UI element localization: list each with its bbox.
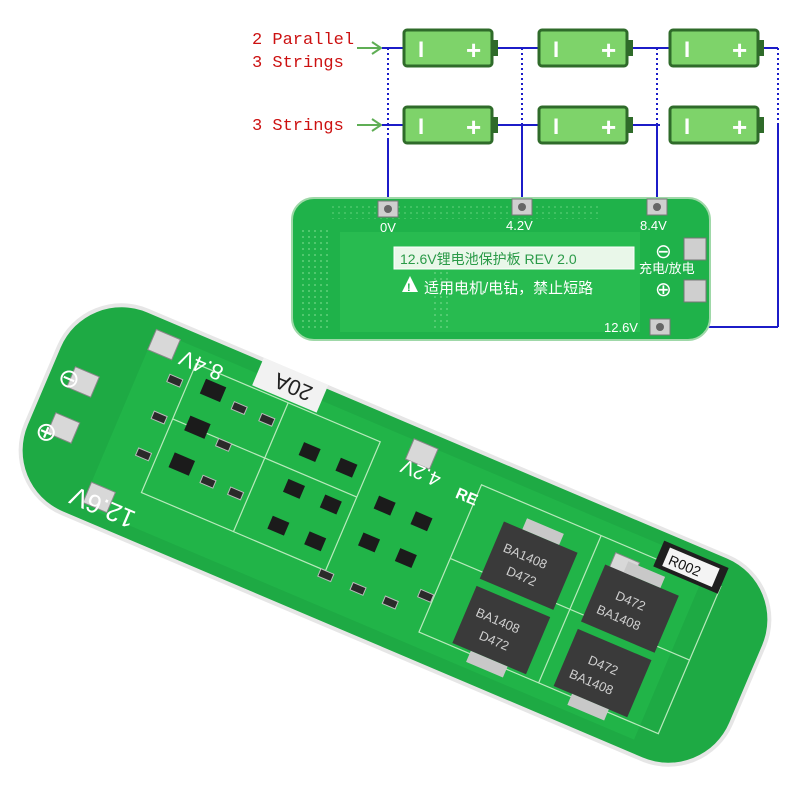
pad-8v4: 8.4V [640,198,668,233]
battery-icon: I+ [402,28,498,68]
battery-minus-label: I [684,114,690,139]
battery-minus-label: I [418,37,424,62]
battery-minus-label: I [418,114,424,139]
battery-array: I+I+I+I+I+I+ [402,28,764,145]
pad-12v6: 12.6V [604,318,671,336]
battery-plus-label: + [466,112,481,142]
pad-label-12v6: 12.6V [604,320,638,335]
label-parallel-line1: 2 Parallel [252,31,354,50]
battery-minus-label: I [553,37,559,62]
battery-icon: I+ [537,105,633,145]
arrow-right-icon [357,118,383,132]
pad-4v2: 4.2V [506,198,533,233]
charge-discharge-label: 充电/放电 [639,261,695,276]
warning-text: 适用电机/电钻，禁止短路 [424,280,593,297]
pad-label-0v: 0V [380,220,396,235]
warning-icon: ! [402,276,418,294]
warning-symbol: ! [407,282,411,294]
battery-minus-label: I [684,37,690,62]
battery-plus-label: + [601,35,616,65]
label-group: 2 Parallel 3 Strings 3 Strings [252,31,383,136]
minus-terminal-icon: ⊖ [655,241,672,263]
battery-icon: I+ [537,28,633,68]
label-strings: 3 Strings [252,117,344,136]
arrow-right-icon [357,41,383,55]
battery-icon: I+ [668,105,764,145]
battery-plus-label: + [732,112,747,142]
battery-icon: I+ [402,105,498,145]
battery-minus-label: I [553,114,559,139]
battery-plus-label: + [601,112,616,142]
pad-label-8v4: 8.4V [640,218,667,233]
plus-terminal-icon: ⊕ [655,279,672,301]
battery-plus-label: + [466,35,481,65]
pad-0v: 0V [377,200,399,235]
battery-icon: I+ [668,28,764,68]
pcb-photo: ⊖ ⊕ 8.4V 4.2V 12.6V 20A RE [18,303,772,767]
mosfet-array: BA1408 D472 BA1408 D472 D472 BA1408 D472… [452,518,679,721]
label-parallel-line2: 3 Strings [252,54,344,73]
battery-plus-label: + [732,35,747,65]
board-title: 12.6V锂电池保护板 REV 2.0 [400,251,577,267]
pad-label-4v2: 4.2V [506,218,533,233]
pcb-top-view: 0V 4.2V 8.4V 12.6V 12.6V锂电池保护板 REV 2.0 !… [291,197,711,341]
